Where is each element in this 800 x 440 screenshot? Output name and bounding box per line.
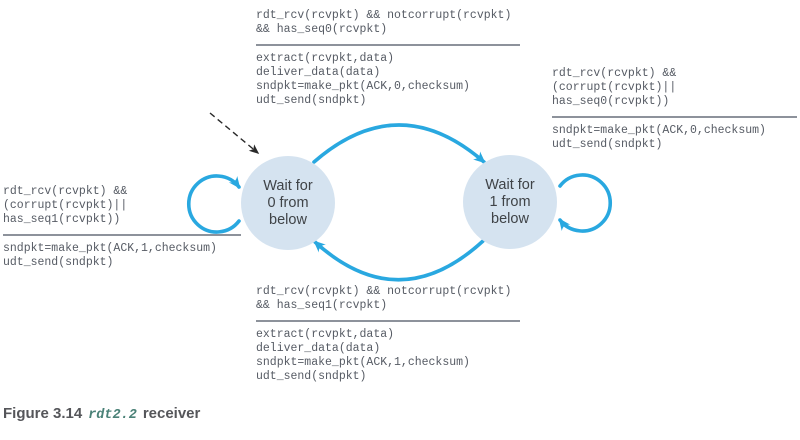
state-wait-0-label: Wait for 0 from below — [263, 177, 313, 228]
transition-arc-bottom — [313, 239, 485, 282]
transition-condition-left: rdt_rcv(rcvpkt) && (corrupt(rcvpkt)|| ha… — [3, 185, 128, 226]
transition-condition-top: rdt_rcv(rcvpkt) && notcorrupt(rcvpkt) &&… — [256, 9, 512, 36]
state-wait-1-label: Wait for 1 from below — [485, 176, 535, 227]
self-loop-left — [186, 174, 241, 234]
initial-state-arrow — [209, 112, 260, 154]
figure-caption-suffix: receiver — [142, 405, 201, 422]
condition-action-divider — [3, 234, 241, 236]
condition-action-divider — [256, 44, 520, 46]
transition-action-bottom: extract(rcvpkt,data) deliver_data(data) … — [256, 328, 470, 383]
transition-label-right: rdt_rcv(rcvpkt) && (corrupt(rcvpkt)|| ha… — [552, 67, 797, 152]
transition-condition-right: rdt_rcv(rcvpkt) && (corrupt(rcvpkt)|| ha… — [552, 67, 677, 108]
figure-caption: Figure 3.14 rdt2.2 receiver — [3, 405, 200, 423]
transition-label-bottom: rdt_rcv(rcvpkt) && notcorrupt(rcvpkt) &&… — [256, 285, 520, 384]
figure-caption-number: Figure 3.14 — [3, 405, 83, 422]
transition-label-left: rdt_rcv(rcvpkt) && (corrupt(rcvpkt)|| ha… — [3, 185, 241, 270]
state-wait-0: Wait for 0 from below — [241, 156, 335, 250]
transition-label-top: rdt_rcv(rcvpkt) && notcorrupt(rcvpkt) &&… — [256, 9, 520, 108]
transition-condition-bottom: rdt_rcv(rcvpkt) && notcorrupt(rcvpkt) &&… — [256, 285, 512, 312]
transition-arc-top — [312, 123, 486, 164]
condition-action-divider — [552, 116, 797, 118]
state-wait-1: Wait for 1 from below — [463, 155, 557, 249]
self-loop-right — [558, 173, 613, 233]
figure-caption-protocol: rdt2.2 — [88, 408, 137, 423]
transition-action-top: extract(rcvpkt,data) deliver_data(data) … — [256, 52, 470, 107]
transition-action-right: sndpkt=make_pkt(ACK,0,checksum) udt_send… — [552, 124, 766, 151]
transition-action-left: sndpkt=make_pkt(ACK,1,checksum) udt_send… — [3, 242, 217, 269]
condition-action-divider — [256, 320, 520, 322]
